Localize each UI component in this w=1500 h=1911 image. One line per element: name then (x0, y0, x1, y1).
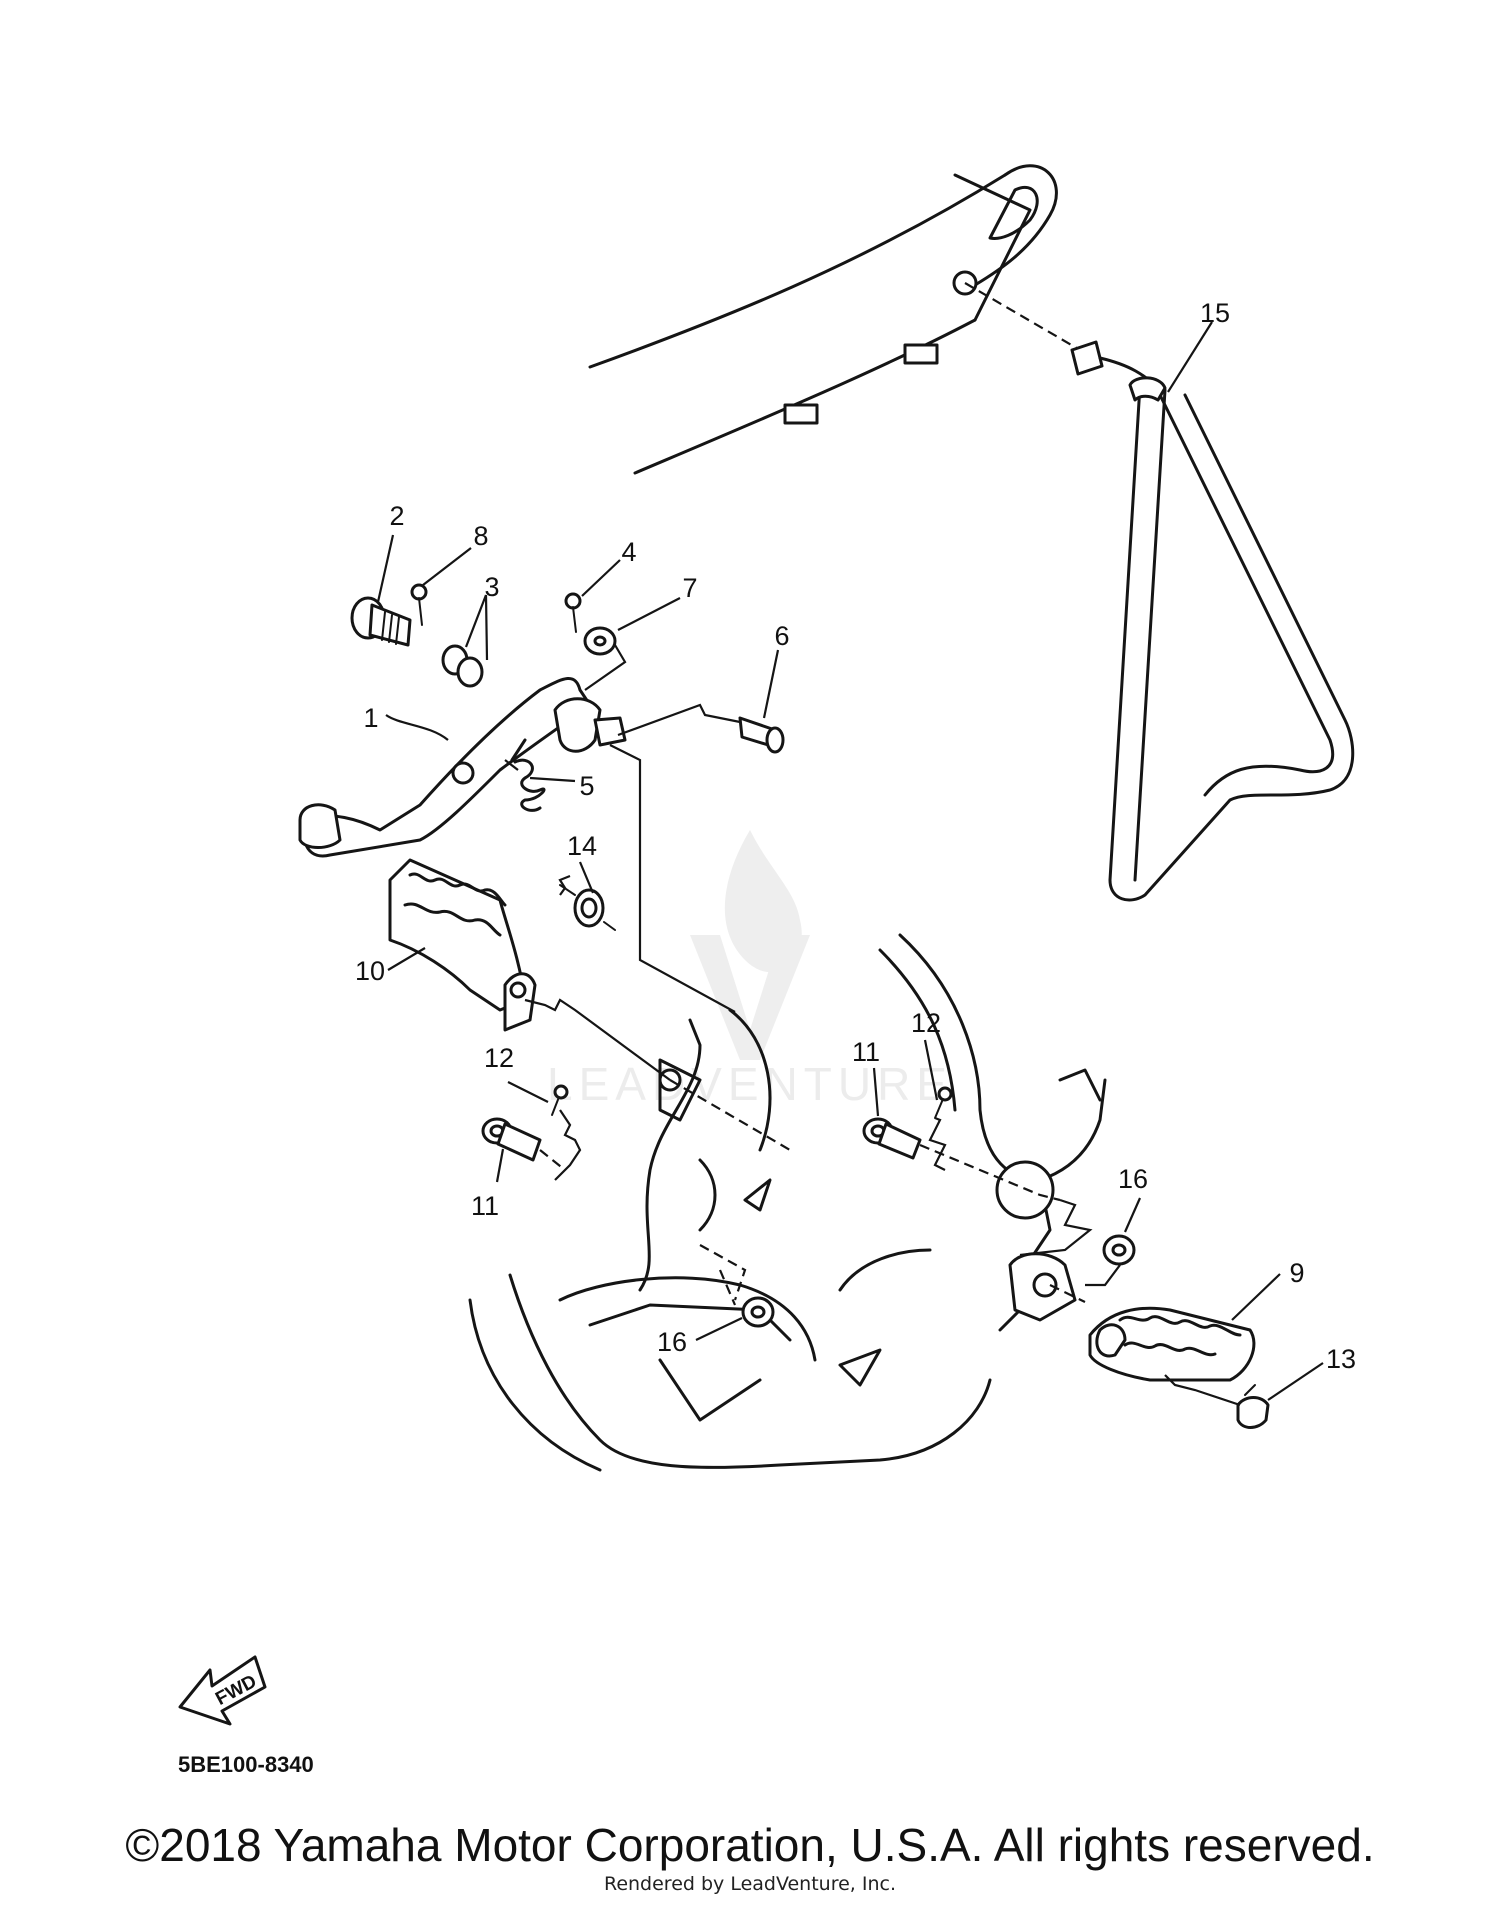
callout-1: 1 (363, 703, 378, 733)
callout-13: 13 (1326, 1344, 1356, 1374)
callout-labels: 1 2 3 4 5 6 7 8 9 10 11 11 12 12 13 14 1… (355, 298, 1356, 1374)
callout-16-lower: 16 (657, 1327, 687, 1357)
assembly-lines (504, 644, 1241, 1407)
rendered-by-notice: Rendered by LeadVenture, Inc. (603, 1873, 897, 1895)
part-1-brake-pedal (298, 677, 627, 858)
part-16-right-washer (1102, 1234, 1136, 1266)
callout-15: 15 (1200, 298, 1230, 328)
pedal-spring-hook (451, 761, 475, 785)
callout-5: 5 (579, 771, 594, 801)
part-2-pivot-bolt (350, 596, 412, 647)
part-12-right-cotter-pin (934, 1086, 953, 1119)
part-11-right-bolt (862, 1117, 922, 1160)
callout-11-right: 11 (852, 1037, 880, 1067)
callout-4: 4 (621, 537, 636, 567)
part-7-washer (583, 626, 617, 656)
part-16-lower-washer (741, 1296, 775, 1328)
part-10-left-footpeg (388, 858, 537, 1032)
callout-12-right: 12 (911, 1008, 941, 1038)
callout-16-right: 16 (1118, 1164, 1148, 1194)
callout-8: 8 (473, 521, 488, 551)
part-6-pin (738, 716, 785, 754)
part-8-cotter-pin (410, 583, 428, 626)
callout-12-left: 12 (484, 1043, 514, 1073)
frame-outline (468, 933, 1107, 1472)
part-15-stand (1070, 340, 1355, 902)
part-3-o-rings (441, 644, 484, 688)
callout-leaders (376, 321, 1324, 1401)
watermark-text: LEADVENTURE (547, 1058, 953, 1110)
leadventure-watermark: LEADVENTURE (547, 830, 953, 1110)
part-4-cotter-pin (564, 592, 582, 633)
callout-14: 14 (567, 831, 597, 861)
fwd-arrow-icon: FWD (178, 1655, 267, 1726)
callout-3: 3 (484, 572, 499, 602)
engine-boss (995, 1160, 1055, 1220)
callout-6: 6 (774, 621, 789, 651)
copyright-notice: ©2018 Yamaha Motor Corporation, U.S.A. A… (125, 1819, 1375, 1871)
callout-10: 10 (355, 956, 385, 986)
part-13-clip (1236, 1384, 1270, 1429)
swingarm-outline (588, 164, 1058, 475)
part-11-left-bolt (481, 1117, 542, 1162)
part-14-spring (559, 884, 616, 931)
callout-9: 9 (1289, 1258, 1304, 1288)
callout-7: 7 (682, 573, 697, 603)
part-9-right-footpeg (1088, 1306, 1256, 1382)
callout-11-left: 11 (471, 1191, 499, 1221)
callout-2: 2 (389, 501, 404, 531)
part-5-spring (510, 738, 546, 812)
part-12-left-cotter-pin (551, 1084, 569, 1116)
diagram-part-code: 5BE100-8340 (178, 1752, 314, 1777)
swingarm-pad (783, 403, 819, 425)
right-peg-mount (1008, 1252, 1077, 1322)
pedal-pivot-boss (553, 697, 602, 753)
swingarm-pad (903, 343, 939, 365)
